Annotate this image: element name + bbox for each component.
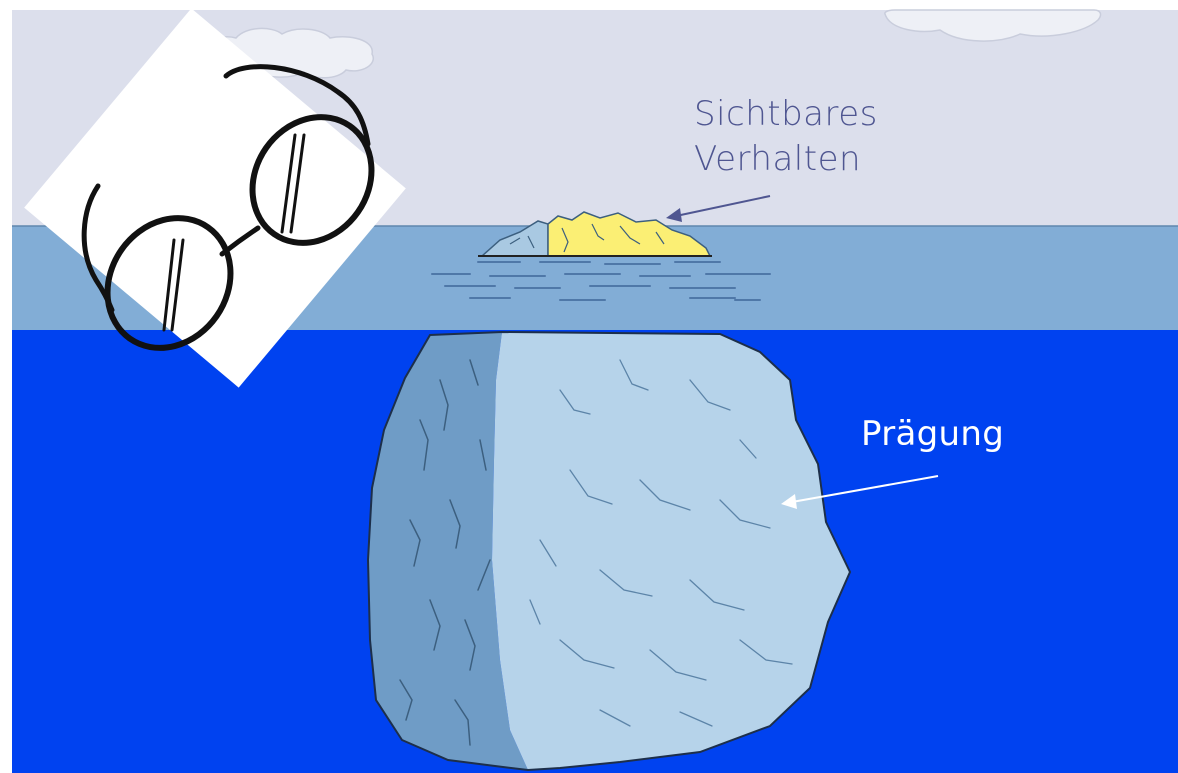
- label-visible-line2: Verhalten: [694, 137, 878, 182]
- label-visible-behavior: Sichtbares Verhalten: [694, 92, 878, 182]
- label-imprint: Prägung: [861, 412, 1004, 456]
- label-visible-line1: Sichtbares: [694, 92, 878, 137]
- iceberg-submerged: [368, 332, 850, 770]
